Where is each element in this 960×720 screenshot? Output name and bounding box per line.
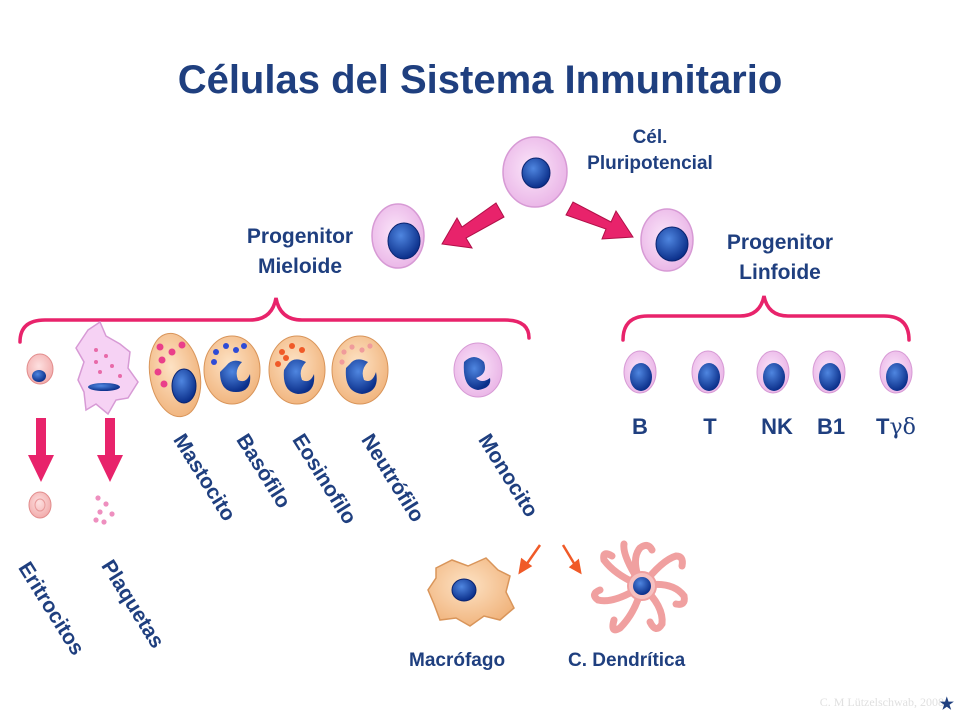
label-tgd-greek: γδ [889, 415, 916, 440]
arrow-to-lymphoid [565, 201, 634, 240]
myeloid-bracket [18, 297, 531, 344]
erythrocyte-cell [28, 491, 52, 519]
lymphoid-bracket [621, 295, 911, 342]
arrow-to-dendritic [561, 544, 582, 575]
arrow-to-erythrocytes [28, 418, 54, 482]
myeloid-progenitor-label: Progenitor Mieloide [210, 222, 390, 282]
b1-cell [812, 350, 846, 394]
myeloid-progenitor-cell [371, 203, 425, 269]
macrophage-cell [427, 557, 515, 627]
label-b1-cell: B1 [816, 414, 846, 439]
pluripotent-cell [502, 136, 568, 208]
platelets [93, 495, 115, 525]
b-cell [623, 350, 657, 394]
t-cell [691, 350, 725, 394]
myeloid-progenitor-line1: Progenitor [246, 225, 354, 248]
label-t-cell: T [703, 414, 717, 439]
eosinophil-cell [268, 335, 326, 405]
pluripotent-label: Cél. Pluripotencial [560, 125, 740, 177]
erythroid-precursor-cell [26, 353, 54, 385]
star-icon: ★ [939, 696, 954, 713]
basophil-cell [203, 335, 261, 405]
label-tgd-cell: Tγδ [876, 414, 916, 440]
nk-cell [756, 350, 790, 394]
lymphoid-progenitor-line2: Linfoide [739, 261, 821, 284]
arrow-to-myeloid [441, 202, 505, 249]
arrow-to-macrophage [518, 544, 542, 575]
neutrophil-cell [331, 335, 389, 405]
dendritic-cell [591, 540, 688, 634]
megakaryocyte-cell [75, 320, 139, 416]
monocyte-cell [453, 342, 503, 398]
lymphoid-progenitor-line1: Progenitor [726, 231, 834, 254]
pluripotent-label-line2: Pluripotencial [587, 153, 713, 174]
label-macrofago: Macrófago [409, 650, 506, 671]
arrow-to-platelets [97, 418, 123, 482]
label-dendritica: C. Dendrítica [568, 650, 686, 671]
label-b-cell: B [632, 414, 648, 439]
page-title: Células del Sistema Inmunitario [177, 58, 783, 102]
myeloid-progenitor-line2: Mieloide [257, 255, 342, 278]
credit-text: C. M Lützelschwab, 2008 [819, 695, 944, 709]
lymphoid-progenitor-label: Progenitor Linfoide [690, 228, 870, 288]
lymphoid-progenitor-cell [640, 208, 694, 272]
pluripotent-label-line1: Cél. [632, 127, 668, 148]
label-nk-cell: NK [761, 414, 793, 439]
mast-cell [148, 332, 202, 418]
tgd-cell [879, 350, 913, 394]
label-tgd-base: T [876, 414, 890, 439]
